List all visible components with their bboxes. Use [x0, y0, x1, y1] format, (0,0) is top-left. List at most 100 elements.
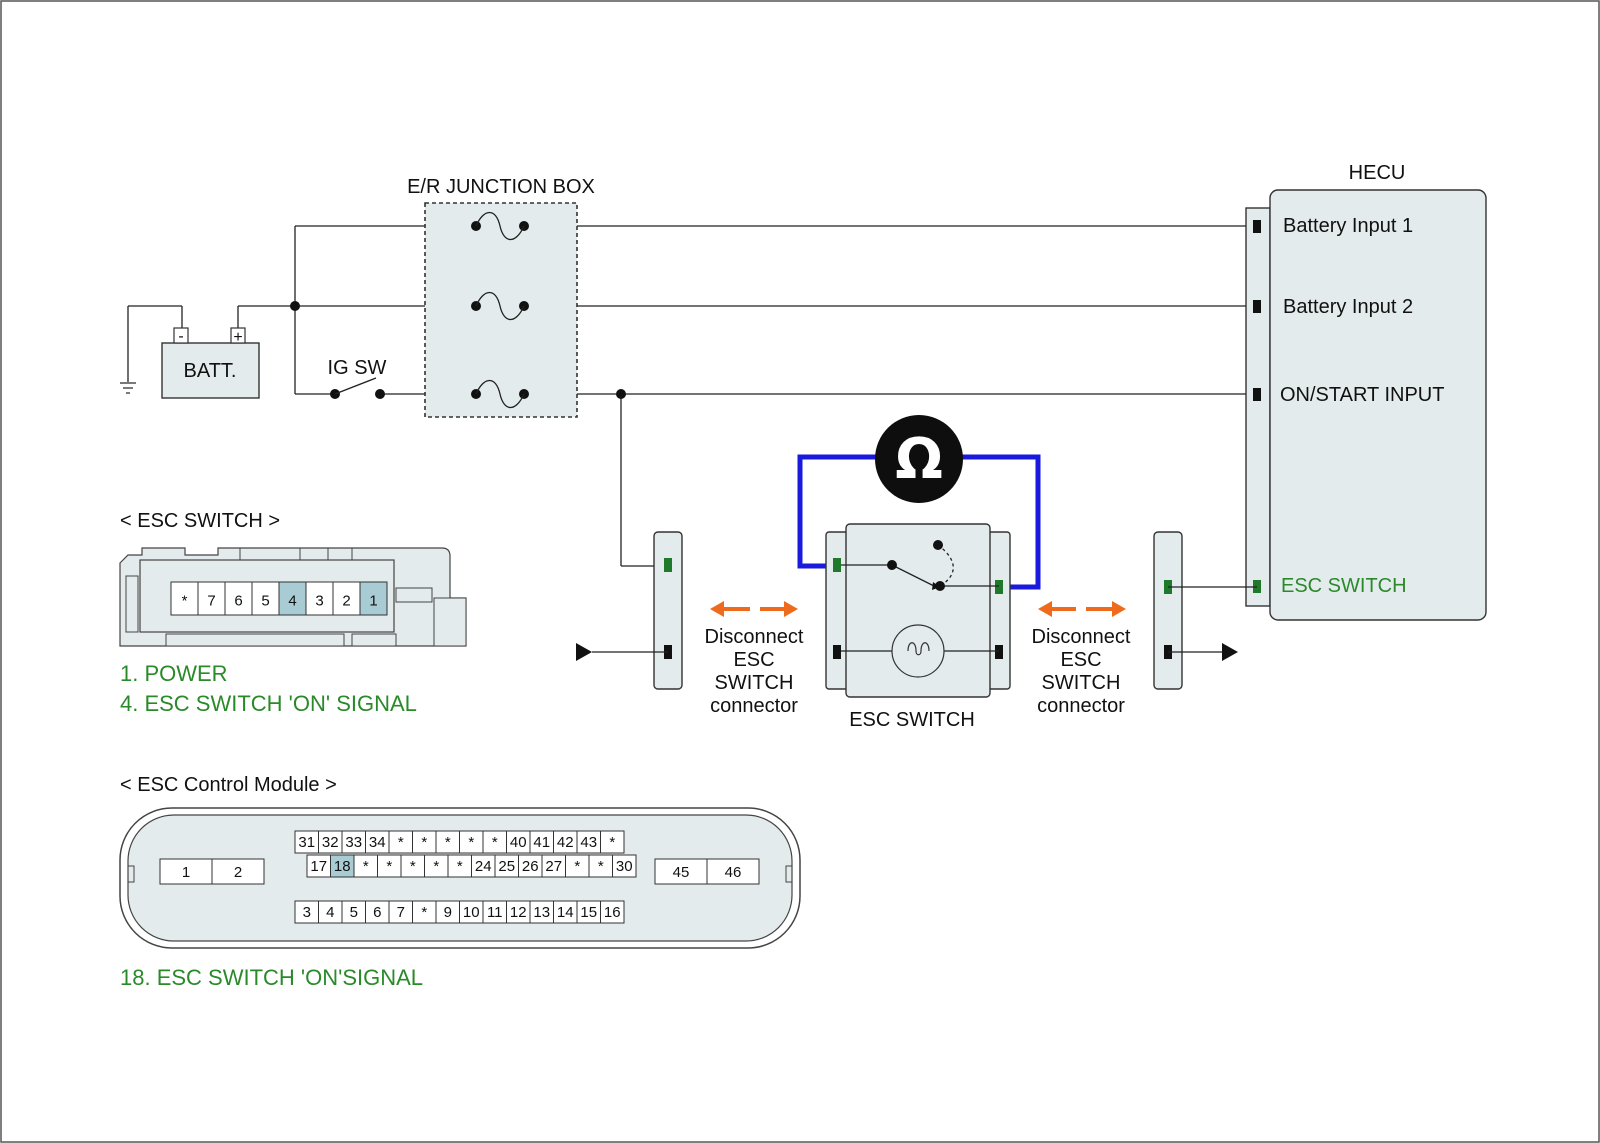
fuse-3 [471, 379, 529, 409]
esc-module-pin-24: 24 [471, 854, 496, 878]
esc-module-pin-1: 1 [159, 858, 213, 885]
esc-module-pin-17: 17 [306, 854, 331, 878]
esc-module-pin-31: 31 [294, 830, 319, 854]
esc-module-pin-blank-5: * [412, 830, 437, 854]
esc-module-pin-15: 15 [576, 900, 601, 924]
disconnect-right-line-4: connector [1037, 695, 1125, 717]
esc-switch-pin-4: 4 [278, 581, 307, 616]
esc-module-pin-label: 16 [604, 904, 621, 921]
right-harness-connector [1153, 531, 1257, 690]
esc-module-pin-26: 26 [518, 854, 543, 878]
esc-module-pin-label: * [410, 858, 416, 875]
disconnect-arrows-left [710, 601, 798, 617]
esc-module-pin-label: 15 [580, 904, 597, 921]
esc-module-pin-label: 30 [616, 858, 633, 875]
disconnect-left-line-2: ESC [733, 649, 774, 671]
disconnect-arrows-right [1038, 601, 1126, 617]
ig-switch: IG SW [328, 357, 387, 399]
esc-module-pin-label: * [457, 858, 463, 875]
esc-module-pin-label: 18 [334, 858, 351, 875]
esc-module-pin-label: 33 [345, 834, 362, 851]
hecu-module: HECU Battery Input 1 Battery Input 2 ON/… [1245, 162, 1487, 621]
junction-box: E/R JUNCTION BOX [407, 176, 595, 418]
esc-module-note-18: 18. ESC SWITCH 'ON'SIGNAL [120, 965, 423, 990]
hecu-pin-battery2 [1253, 300, 1261, 313]
hecu-battery-input-2: Battery Input 2 [1283, 296, 1413, 318]
esc-module-pin-label: 24 [475, 858, 492, 875]
disconnect-right-line-1: Disconnect [1032, 626, 1131, 648]
esc-module-pin-label: 46 [725, 864, 742, 881]
hecu-pin-battery1 [1253, 220, 1261, 233]
battery-plus-label: + [233, 329, 242, 346]
esc-module-pin-9: 9 [435, 900, 460, 924]
esc-switch-pin-blank-0: * [170, 581, 199, 616]
battery-minus-terminal [173, 327, 189, 344]
left-harness-connector [576, 531, 683, 690]
power-wires [127, 225, 1254, 567]
esc-switch-label: ESC SWITCH [849, 709, 975, 731]
esc-switch-pin-2: 2 [332, 581, 361, 616]
ground-icon [120, 382, 136, 394]
esc-module-pin-32: 32 [318, 830, 343, 854]
esc-module-pin-14: 14 [553, 900, 578, 924]
esc-module-pin-label: * [445, 834, 451, 851]
esc-module-pin-45: 45 [654, 858, 708, 885]
disconnect-text-right: Disconnect ESC SWITCH connector [1032, 626, 1131, 717]
esc-module-pin-label: * [609, 834, 615, 851]
esc-module-pin-label: 5 [350, 904, 358, 921]
esc-module-pin-blank-4: * [388, 830, 413, 854]
disconnect-right-line-2: ESC [1060, 649, 1101, 671]
esc-switch-pin-label: * [182, 592, 188, 609]
disconnect-right-line-3: SWITCH [1042, 672, 1121, 694]
esc-switch-pin-label: 7 [207, 592, 215, 609]
lamp-icon [891, 624, 945, 678]
esc-module-pin-label: 45 [673, 864, 690, 881]
esc-module-pin-blank-13: * [600, 830, 625, 854]
esc-module-pin-27: 27 [541, 854, 566, 878]
fuse-1 [471, 211, 529, 241]
esc-module-pin-label: 26 [522, 858, 539, 875]
esc-module-pin-label: 43 [580, 834, 597, 851]
junction-box-label: E/R JUNCTION BOX [407, 176, 595, 198]
esc-module-pin-label: * [363, 858, 369, 875]
esc-module-pin-label: * [574, 858, 580, 875]
esc-module-pin-40: 40 [506, 830, 531, 854]
esc-module-pin-33: 33 [341, 830, 366, 854]
esc-module-pin-7: 7 [388, 900, 413, 924]
hecu-label: HECU [1349, 162, 1406, 184]
esc-module-pin-label: 25 [498, 858, 515, 875]
esc-switch-component: ESC SWITCH [825, 523, 1011, 731]
esc-switch-pin-label: 3 [315, 592, 323, 609]
disconnect-text-left: Disconnect ESC SWITCH connector [705, 626, 804, 717]
esc-module-pin-label: * [421, 834, 427, 851]
esc-module-pin-blank-11: * [565, 854, 590, 878]
esc-module-pin-label: 10 [463, 904, 480, 921]
esc-module-pin-18: 18 [330, 854, 355, 878]
disconnect-left-line-3: SWITCH [715, 672, 794, 694]
esc-module-pin-label: * [433, 858, 439, 875]
esc-module-pin-label: 13 [533, 904, 550, 921]
esc-module-pin-label: * [398, 834, 404, 851]
esc-switch-pin-label: 1 [369, 592, 377, 609]
battery-plus-terminal [230, 327, 246, 344]
esc-module-pin-12: 12 [506, 900, 531, 924]
esc-module-pin-label: 41 [533, 834, 550, 851]
esc-switch-pin-6: 6 [224, 581, 253, 616]
esc-module-pin-label: 27 [545, 858, 562, 875]
esc-module-pin-41: 41 [529, 830, 554, 854]
disconnect-left-line-1: Disconnect [705, 626, 804, 648]
ig-switch-label: IG SW [328, 357, 387, 379]
esc-switch-pin-3: 3 [305, 581, 334, 616]
esc-module-pin-label: 34 [369, 834, 386, 851]
esc-module-pin-label: 3 [303, 904, 311, 921]
esc-module-pin-11: 11 [482, 900, 507, 924]
esc-module-pin-46: 46 [706, 858, 760, 885]
esc-module-pin-label: 31 [298, 834, 315, 851]
esc-module-pin-43: 43 [576, 830, 601, 854]
